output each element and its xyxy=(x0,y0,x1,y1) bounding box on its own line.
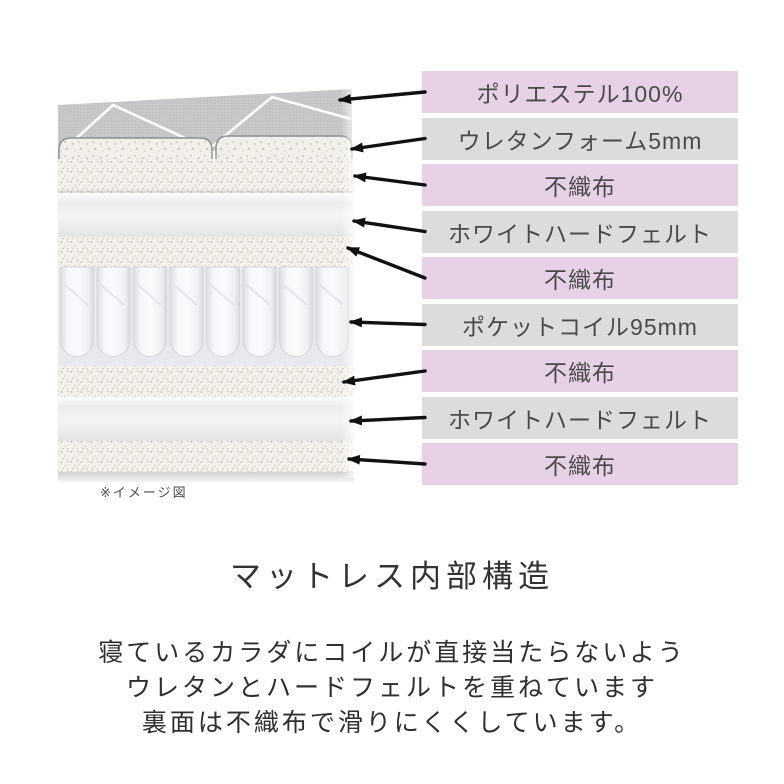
layer-label-polyester: ポリエステル100% xyxy=(422,71,738,113)
nonwoven-layer-4 xyxy=(58,441,354,472)
felt-layer-1 xyxy=(58,193,354,237)
arrow-nonwoven-4 xyxy=(347,454,427,466)
section-description: 寝ているカラダにコイルが直接当たらないよう ウレタンとハードフェルトを重ねていま… xyxy=(0,636,784,741)
layer-label-nonwoven-1: 不織布 xyxy=(422,164,738,206)
layer-label-pocketcoil: ポケットコイル95mm xyxy=(422,303,738,346)
pointer-arrows xyxy=(338,90,427,466)
arrow-nonwoven-3 xyxy=(342,369,427,386)
arrow-nonwoven-2 xyxy=(346,246,427,280)
layer-label-felt-2: ホワイトハードフェルト xyxy=(422,396,738,439)
arrow-nonwoven-1 xyxy=(353,172,427,187)
arrow-felt-2 xyxy=(349,415,427,426)
description-line: ウレタンとハードフェルトを重ねています xyxy=(125,674,658,702)
layer-label-urethane: ウレタンフォーム5mm xyxy=(422,117,738,160)
layer-label-list: ポリエステル100% ウレタンフォーム5mm 不織布 ホワイトハードフェルト 不… xyxy=(422,71,738,485)
layer-label-nonwoven-2: 不織布 xyxy=(422,257,738,299)
image-note: ※イメージ図 xyxy=(100,485,188,500)
layer-label-nonwoven-4: 不織布 xyxy=(422,443,738,485)
pocket-coil-layer xyxy=(58,266,354,367)
foam-layer xyxy=(58,135,353,162)
nonwoven-layer-3 xyxy=(58,366,354,397)
section-title: マットレス内部構造 xyxy=(230,559,554,594)
mattress-illustration xyxy=(58,88,356,484)
felt-layer-2 xyxy=(58,397,354,441)
nonwoven-layer-2 xyxy=(58,237,354,267)
arrow-urethane xyxy=(350,136,427,153)
arrow-felt-1 xyxy=(352,217,427,234)
layer-label-nonwoven-3: 不織布 xyxy=(422,350,738,392)
layer-label-felt-1: ホワイトハードフェルト xyxy=(422,210,738,253)
description-line: 寝ているカラダにコイルが直接当たらないよう xyxy=(98,639,686,667)
arrow-polyester xyxy=(338,90,427,104)
nonwoven-layer-1 xyxy=(58,159,354,193)
arrow-pocket-coil xyxy=(349,317,427,328)
description-line: 裏面は不織布で滑りにくくしています。 xyxy=(141,709,643,737)
